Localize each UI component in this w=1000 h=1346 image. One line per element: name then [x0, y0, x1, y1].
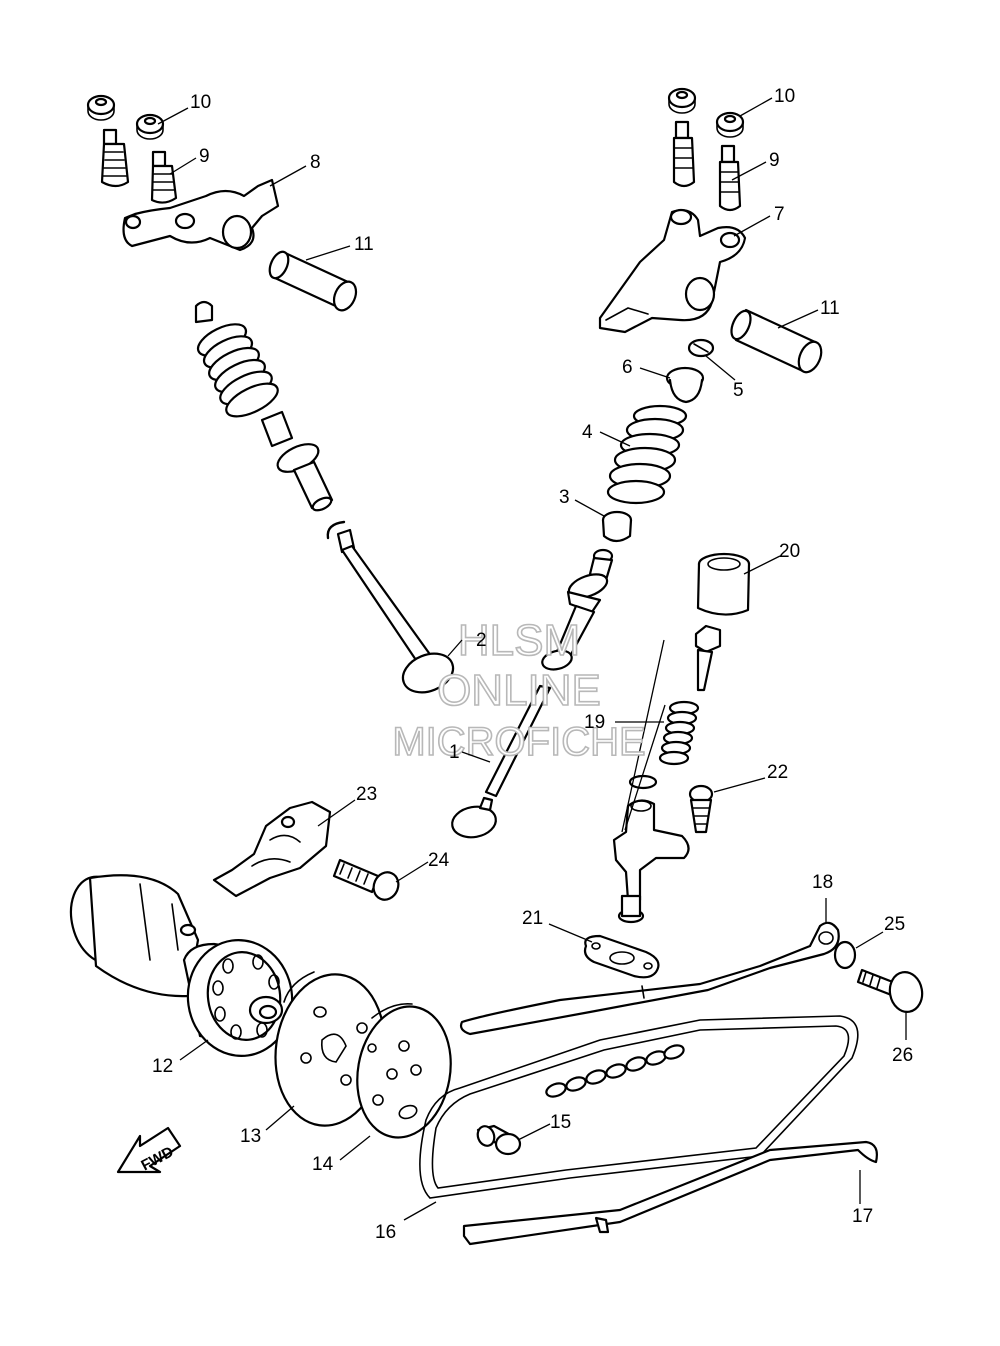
- part-6-retainer[interactable]: [665, 366, 705, 404]
- callout-14: 14: [312, 1154, 334, 1175]
- part-18-chain-guide-upper[interactable]: [459, 921, 840, 1036]
- part-10-nut-right-b[interactable]: [715, 111, 745, 138]
- callout-20: 20: [779, 541, 800, 562]
- part-4-valve-spring[interactable]: [606, 404, 688, 505]
- callout-8: 8: [310, 152, 321, 173]
- watermark: HLSM ONLINE MICROFICHE: [392, 615, 647, 765]
- callout-21: 21: [522, 908, 543, 929]
- part-26-pivot-bolt[interactable]: [856, 968, 925, 1015]
- part-10-nut-left-b[interactable]: [135, 113, 165, 140]
- callout-9-left: 9: [199, 146, 210, 167]
- callout-2: 2: [476, 630, 487, 651]
- leader-lines: [157, 97, 907, 1221]
- part-19-bracket-outline: [621, 639, 666, 833]
- part-25-o-ring[interactable]: [833, 940, 857, 970]
- callout-11-right: 11: [820, 298, 840, 319]
- callout-3: 3: [559, 487, 570, 508]
- part-9-stud-left-b[interactable]: [150, 150, 178, 204]
- part-2-valve-stem-left[interactable]: [336, 528, 459, 699]
- part-21-gasket[interactable]: [583, 934, 660, 979]
- callout-16: 16: [375, 1222, 396, 1243]
- part-19-tensioner-spring[interactable]: [658, 700, 700, 766]
- part-11-shaft-left[interactable]: [266, 249, 360, 314]
- part-10-nut-left-a[interactable]: [86, 94, 116, 121]
- part-12-camshaft[interactable]: [62, 870, 299, 1063]
- callout-13: 13: [240, 1126, 261, 1147]
- o-ring-right: [541, 649, 573, 671]
- part-9-stud-left-a[interactable]: [100, 128, 130, 188]
- callout-18: 18: [812, 872, 833, 893]
- part-17-chain-guide-lower[interactable]: [462, 1140, 878, 1246]
- part-3-stem-seal[interactable]: [601, 510, 633, 543]
- part-10-nut-right-a[interactable]: [667, 87, 697, 114]
- callout-9-right: 9: [769, 150, 780, 171]
- callout-25: 25: [884, 914, 905, 935]
- part-7-rocker-arm-right[interactable]: [598, 208, 747, 334]
- callout-17: 17: [852, 1206, 873, 1227]
- part-9-stud-right-a[interactable]: [672, 120, 696, 188]
- callout-10-left: 10: [190, 92, 211, 113]
- callout-24: 24: [428, 850, 450, 871]
- callout-6: 6: [622, 357, 633, 378]
- callout-5: 5: [733, 380, 744, 401]
- callout-labels: 10 9 8 11 10 9 7 11 5 6 4 3 20 2 19 1 22…: [152, 86, 913, 1243]
- part-9-stud-right-b[interactable]: [718, 144, 742, 212]
- part-19-tensioner-bolt[interactable]: [694, 624, 722, 692]
- callout-19: 19: [584, 712, 605, 733]
- part-15-bolt[interactable]: [475, 1124, 522, 1156]
- watermark-line-1: HLSM: [458, 616, 580, 665]
- part-5-cotter[interactable]: [687, 338, 715, 358]
- part-22-bolt[interactable]: [688, 784, 714, 834]
- clip-ring-left: [326, 520, 346, 540]
- callout-26: 26: [892, 1045, 913, 1066]
- valve-spring-assembly-left[interactable]: [193, 300, 334, 513]
- callout-12: 12: [152, 1056, 173, 1077]
- part-16-cam-chain[interactable]: [419, 1015, 859, 1199]
- chain-links-detail: [545, 1044, 685, 1098]
- part-8-rocker-arm-left[interactable]: [122, 178, 280, 252]
- part-11-shaft-right[interactable]: [728, 308, 826, 376]
- callout-15: 15: [550, 1112, 571, 1133]
- watermark-line-2: ONLINE: [437, 666, 601, 715]
- forward-arrow-icon: FWD: [116, 1126, 182, 1174]
- callout-7: 7: [774, 204, 785, 225]
- callout-4: 4: [582, 422, 593, 443]
- part-14-sprocket[interactable]: [347, 999, 461, 1145]
- callout-10-right: 10: [774, 86, 795, 107]
- part-23-cam-cap[interactable]: [212, 800, 332, 898]
- watermark-line-3: MICROFICHE: [392, 720, 645, 764]
- callout-1: 1: [449, 742, 460, 763]
- callout-23: 23: [356, 784, 377, 805]
- spring-coils-left: [196, 323, 279, 418]
- camshaft-bearing-balls: [212, 954, 282, 1040]
- valve-upper-right[interactable]: [554, 548, 614, 662]
- part-1-valve-stem-right[interactable]: [450, 684, 552, 841]
- part-19-o-ring[interactable]: [628, 774, 658, 790]
- part-24-bolt[interactable]: [332, 858, 403, 904]
- callout-22: 22: [767, 762, 788, 783]
- part-20-sleeve[interactable]: [696, 552, 751, 616]
- callout-11-left: 11: [354, 234, 374, 255]
